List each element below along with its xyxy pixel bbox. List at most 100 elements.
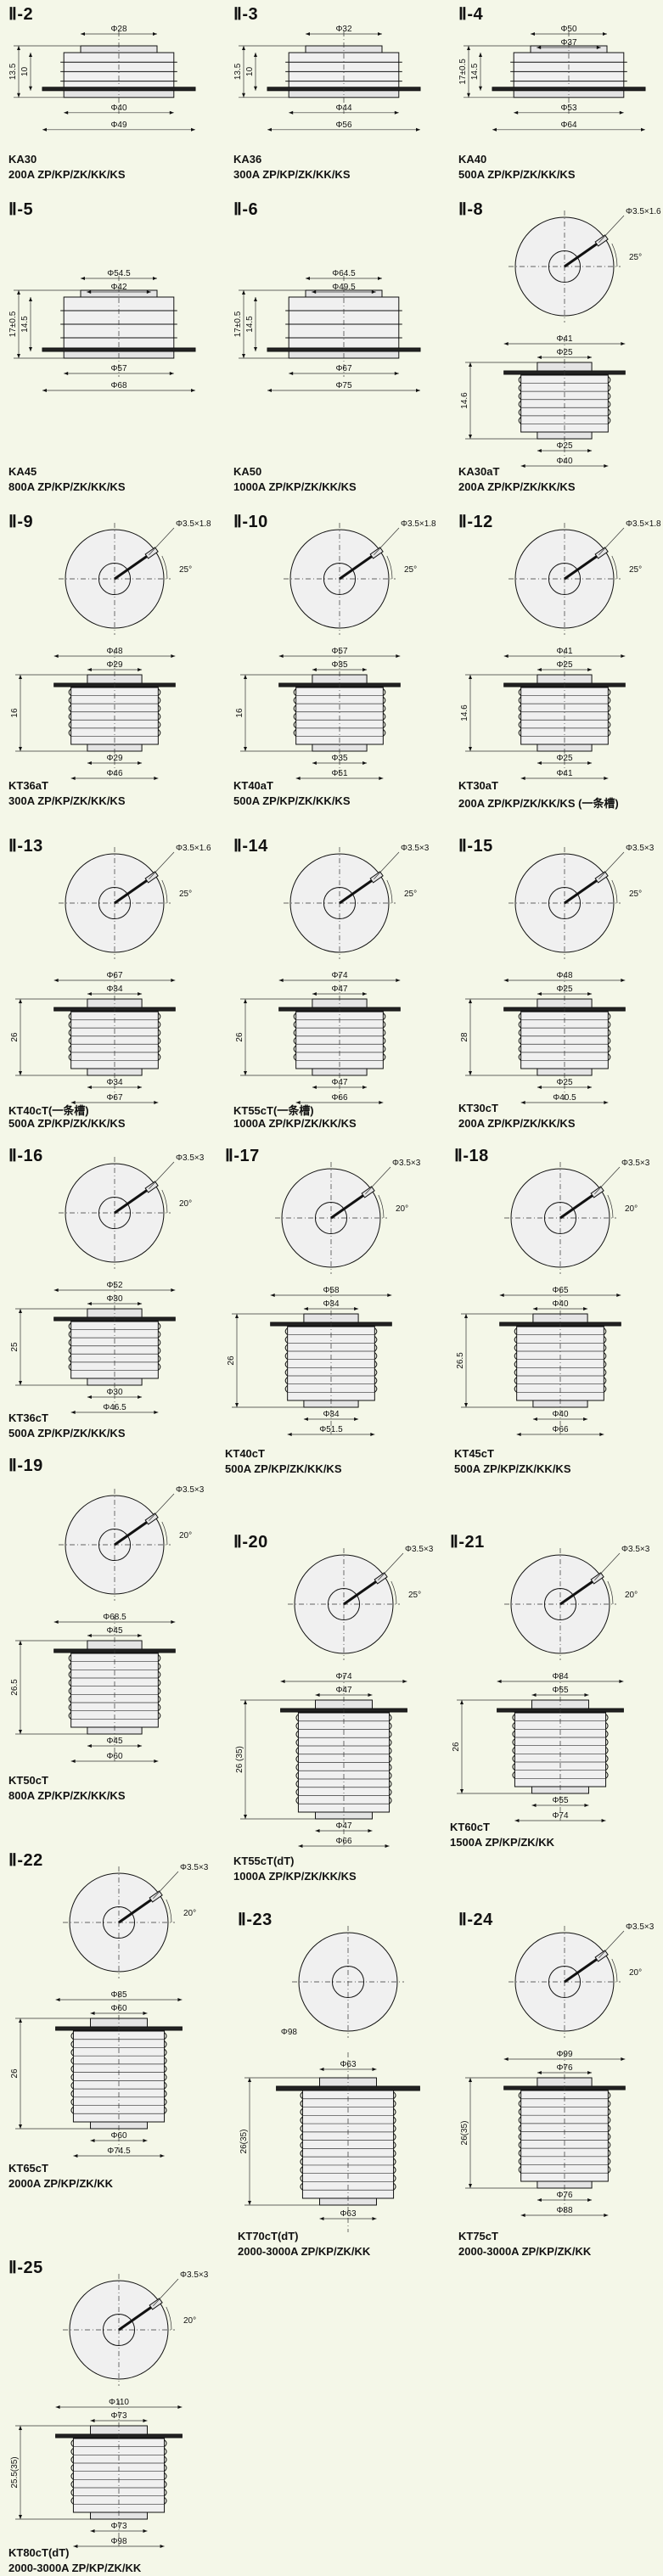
- diameter-label: Φ35: [331, 754, 348, 763]
- dimension-arrow: [244, 1071, 247, 1075]
- figure-number: Ⅱ-17: [225, 1147, 260, 1165]
- dimension-arrow: [17, 93, 20, 98]
- body-rib: [293, 721, 386, 729]
- dimension-arrow: [17, 46, 20, 50]
- body-rib: [295, 1730, 392, 1738]
- dimension-arrow: [396, 979, 401, 982]
- dimension-arrow: [379, 777, 384, 780]
- dimension-arrow: [143, 2419, 148, 2422]
- device-rating: 2000-3000A ZP/KP/ZK/KK: [458, 2245, 592, 2258]
- diameter-label: Φ34: [323, 1299, 340, 1309]
- body-rib: [518, 2107, 611, 2116]
- body-rib: [68, 1670, 161, 1679]
- leader-line: [598, 851, 625, 879]
- leader-line: [365, 1166, 391, 1194]
- dimension-arrow: [469, 999, 472, 1003]
- figure-number: Ⅱ-24: [458, 1911, 493, 1929]
- diameter-label: Φ34: [323, 1410, 340, 1419]
- body-rib: [70, 2496, 167, 2505]
- pin-size-label: Φ3.5×3: [626, 1922, 655, 1932]
- dimension-arrow: [362, 992, 368, 996]
- dimension-arrow: [306, 32, 310, 36]
- dimension-arrow: [394, 110, 399, 115]
- body-rib: [295, 1747, 392, 1755]
- dimension-arrow: [73, 2154, 78, 2158]
- dimension-arrow: [516, 1433, 521, 1436]
- gate-terminal: [594, 234, 609, 247]
- body-rib: [293, 704, 386, 713]
- dimension-arrow: [469, 362, 472, 367]
- body-rib: [518, 400, 611, 408]
- device-model: KA30aT: [458, 465, 500, 478]
- device-rating: 200A ZP/KP/ZK/KK/KS: [8, 168, 126, 181]
- top-view-electrode: [543, 1201, 577, 1235]
- dimension-arrow: [87, 1634, 92, 1637]
- dimension-arrow: [596, 46, 601, 49]
- dimension-arrow: [469, 2184, 472, 2188]
- figure-number: Ⅱ-21: [450, 1533, 485, 1552]
- device-rating: 1000A ZP/KP/ZK/KK/KS: [233, 1870, 357, 1883]
- body-rib: [70, 2447, 167, 2455]
- dimension-arrow: [17, 290, 20, 295]
- body-rib: [518, 2158, 611, 2165]
- dimension-arrow: [278, 654, 284, 658]
- diameter-label: Φ54.5: [107, 269, 131, 278]
- body-rib: [514, 1377, 607, 1385]
- dimension-arrow: [520, 1101, 525, 1104]
- dimension-arrow: [53, 1620, 59, 1624]
- body-rib: [293, 1020, 386, 1029]
- body-rib: [512, 1763, 609, 1771]
- body-rib: [514, 1368, 607, 1377]
- device-model: KT40aT: [233, 779, 273, 792]
- diameter-label: Φ51: [331, 769, 348, 778]
- dimension-arrow: [503, 342, 508, 345]
- body-rib: [70, 2480, 167, 2489]
- diameter-label: Φ46.5: [103, 1403, 126, 1412]
- diameter-label: Φ63: [340, 2060, 357, 2069]
- diameter-label: Φ74: [331, 971, 348, 980]
- body-rib: [518, 2141, 611, 2149]
- dimension-arrow: [537, 2198, 542, 2202]
- device-model: KT45cT: [454, 1447, 494, 1460]
- dimension-arrow: [280, 1680, 285, 1683]
- body-rib: [293, 1029, 386, 1037]
- dimension-arrow: [312, 992, 317, 996]
- figure-number: Ⅱ-23: [238, 1911, 273, 1929]
- diameter-label: Φ85: [110, 1990, 127, 2000]
- body-rib: [518, 688, 611, 696]
- dimension-arrow: [160, 2154, 165, 2158]
- angle-label: 25°: [408, 1591, 421, 1600]
- body-rib: [518, 721, 611, 729]
- dimension-arrow: [138, 668, 143, 671]
- figure-number: Ⅱ-18: [454, 1147, 489, 1165]
- dimension-arrow: [19, 675, 22, 679]
- diameter-label: Φ74: [335, 1672, 352, 1681]
- body-rib: [68, 688, 161, 696]
- dimension-arrow: [19, 1730, 22, 1734]
- angle-label: 20°: [183, 2316, 196, 2326]
- body-rib: [518, 408, 611, 417]
- angle-label: 20°: [179, 1199, 192, 1209]
- body-rib: [70, 2073, 167, 2081]
- dimension-arrow: [143, 2012, 148, 2015]
- body-rib: [512, 1746, 609, 1754]
- body-rib: [293, 712, 386, 721]
- height-label: 16: [10, 708, 20, 718]
- gate-terminal: [149, 1890, 163, 1903]
- dimension-arrow: [368, 1693, 373, 1697]
- body-rib: [70, 2472, 167, 2480]
- body-rib: [300, 2116, 396, 2124]
- pin-size-label: Φ3.5×1.6: [176, 844, 211, 853]
- dimension-arrow: [70, 1411, 76, 1414]
- dimension-arrow: [242, 290, 245, 295]
- dimension-arrow: [537, 2071, 542, 2074]
- diameter-label: Φ49: [110, 121, 127, 130]
- diameter-label: Φ60: [110, 2004, 127, 2013]
- dimension-arrow: [464, 1314, 468, 1318]
- diameter-label: Φ99: [556, 2050, 573, 2059]
